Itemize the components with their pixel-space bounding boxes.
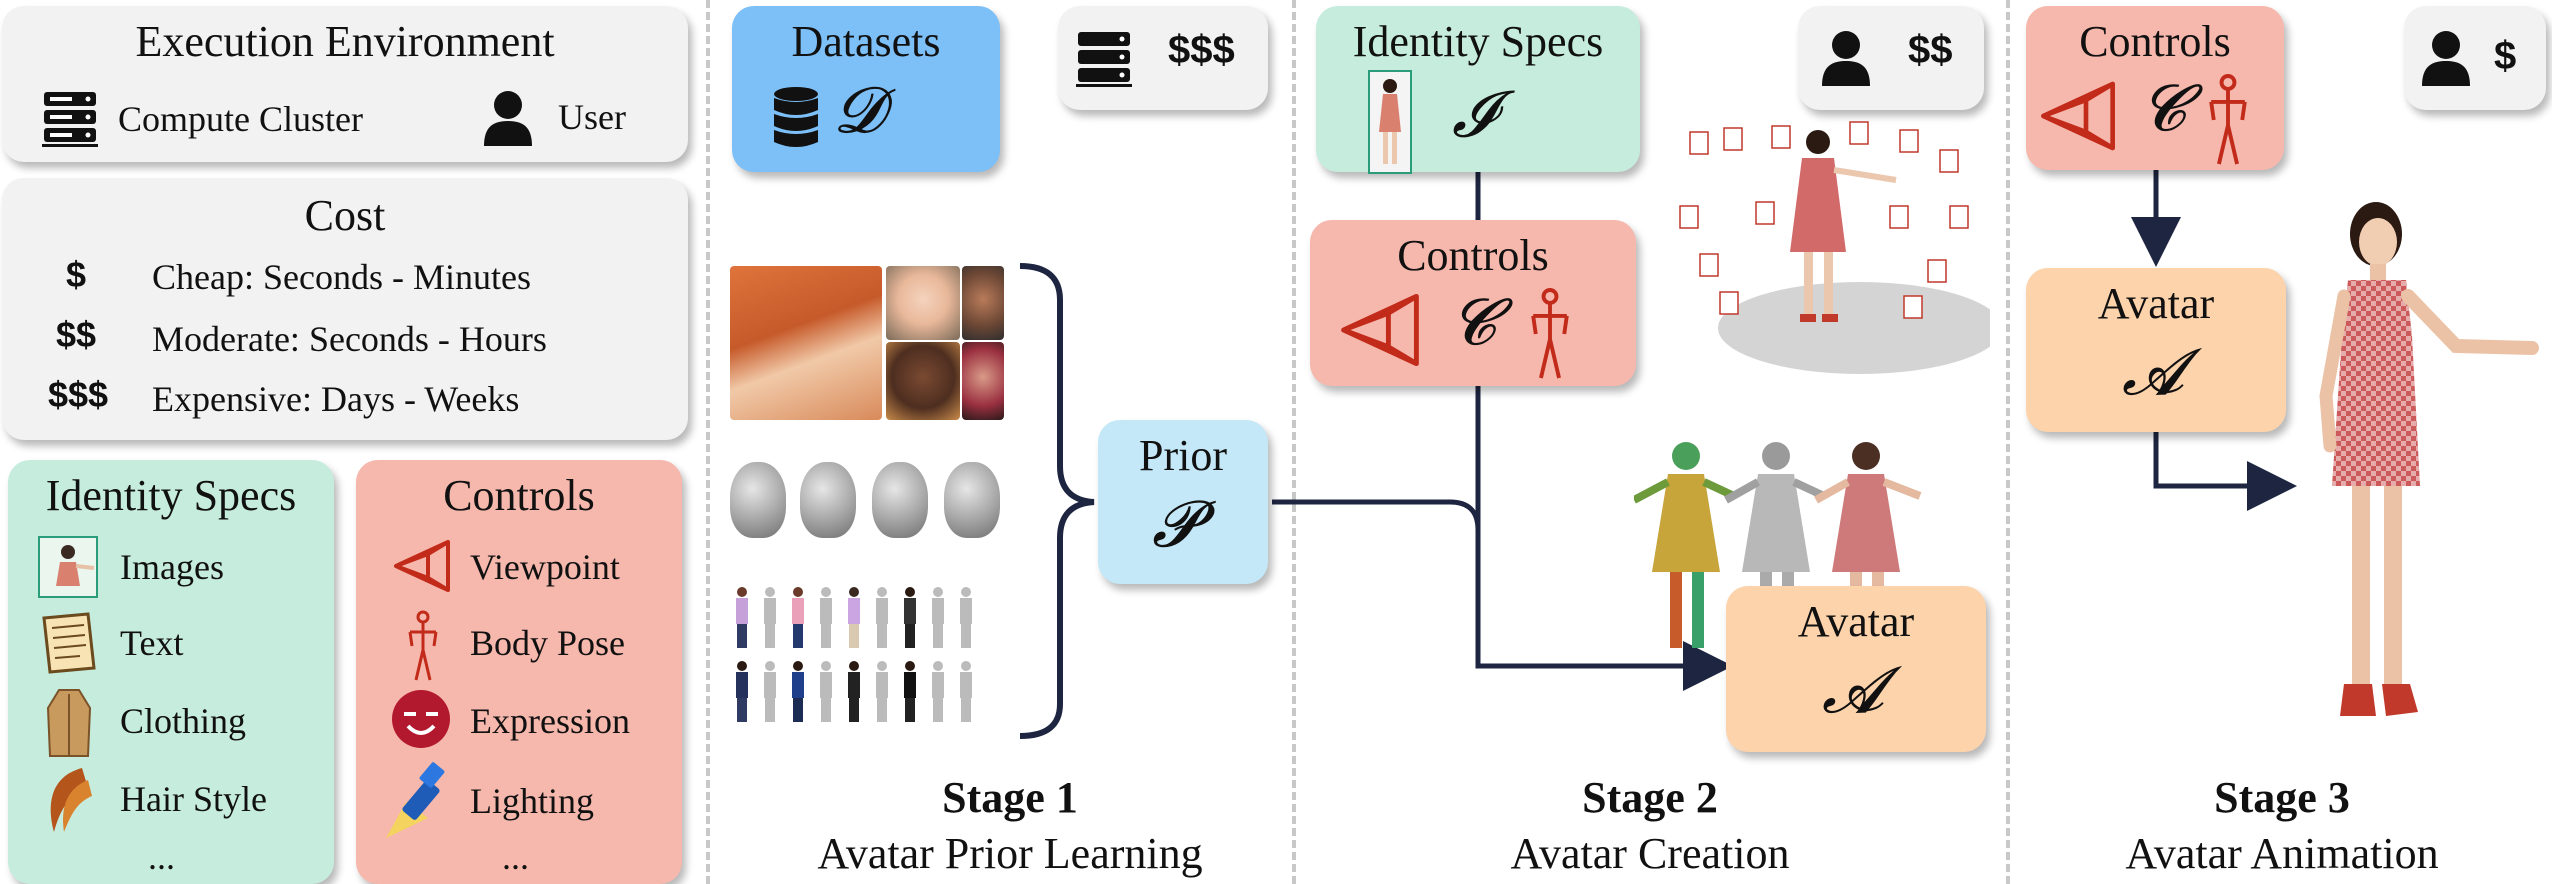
stage2-avatar-label: Avatar bbox=[1797, 597, 1915, 646]
stage3-avatar-label: Avatar bbox=[2097, 279, 2215, 328]
user-label: User bbox=[558, 97, 626, 137]
dataset-face-image-baby bbox=[886, 266, 960, 340]
identity-item-clothing: Clothing bbox=[120, 701, 247, 741]
datasets-symbol: 𝓓 bbox=[834, 74, 884, 148]
identity-item-text: Text bbox=[120, 623, 184, 663]
camera-frustum-icon bbox=[1341, 293, 1419, 367]
datasets-box: Datasets 𝓓 bbox=[732, 6, 1000, 172]
identity-specs-legend-title: Identity Specs bbox=[45, 471, 297, 520]
identity-specs-legend-panel: Identity Specs Images Text Clothing Hair… bbox=[8, 460, 334, 884]
stage3-controls-label: Controls bbox=[2079, 17, 2231, 66]
compute-cluster-label: Compute Cluster bbox=[118, 99, 363, 139]
controls-legend-title: Controls bbox=[443, 471, 595, 520]
flashlight-icon bbox=[386, 762, 445, 838]
user-icon bbox=[1822, 31, 1870, 86]
divider-2 bbox=[1292, 0, 1296, 884]
stage1-subtitle: Avatar Prior Learning bbox=[817, 829, 1203, 878]
stage2-avatar-box: Avatar 𝓐 bbox=[1726, 586, 1986, 752]
stage2-identity-specs-box: Identity Specs 𝓘 bbox=[1316, 6, 1640, 174]
scroll-icon bbox=[42, 612, 96, 674]
divider-3 bbox=[2006, 0, 2010, 884]
stage3-title: Stage 3 bbox=[2214, 773, 2350, 822]
stage3-avatar-to-animation-arrow bbox=[2153, 432, 2297, 511]
divider-1 bbox=[706, 0, 710, 884]
dataset-face-image-woman bbox=[962, 342, 1004, 420]
control-item-lighting: Lighting bbox=[470, 781, 594, 821]
stage1-title: Stage 1 bbox=[942, 773, 1078, 822]
stage2-subtitle: Avatar Creation bbox=[1510, 829, 1790, 878]
user-icon bbox=[484, 91, 532, 146]
stage2-identity-specs-label: Identity Specs bbox=[1352, 17, 1604, 66]
dataset-face-image-man bbox=[962, 266, 1004, 340]
dataset-3d-head-2 bbox=[800, 462, 856, 538]
stage2-title: Stage 2 bbox=[1582, 773, 1718, 822]
stage3-cost-symbol: $ bbox=[2494, 34, 2517, 78]
prior-box: Prior 𝓟 bbox=[1098, 420, 1268, 584]
control-item-expression: Expression bbox=[470, 701, 630, 741]
dataset-3d-head-4 bbox=[944, 462, 1000, 538]
server-icon bbox=[42, 92, 98, 147]
dataset-face-image-large bbox=[730, 266, 882, 420]
server-icon bbox=[1076, 32, 1132, 87]
cost-symbol-expensive: $$$ bbox=[48, 374, 109, 415]
control-item-more: ... bbox=[502, 837, 529, 877]
stage1-cost-badge: $$$ bbox=[1058, 6, 1268, 110]
hair-icon bbox=[50, 768, 92, 832]
database-icon bbox=[774, 87, 818, 147]
identity-item-hair-style: Hair Style bbox=[120, 779, 267, 819]
datasets-label: Datasets bbox=[791, 17, 941, 66]
coat-icon bbox=[46, 689, 92, 757]
cost-symbol-cheap: $ bbox=[66, 254, 87, 295]
camera-frustum-icon bbox=[394, 540, 450, 592]
dataset-3d-head-1 bbox=[730, 462, 786, 538]
stage2-controls-box: Controls 𝓒 bbox=[1310, 220, 1636, 386]
execution-environment-panel: Execution Environment Compute Cluster Us… bbox=[2, 6, 688, 162]
stage2-cost-symbol: $$ bbox=[1908, 28, 1953, 72]
face-icon bbox=[392, 690, 450, 748]
stage2-cost-badge: $$ bbox=[1798, 6, 1984, 110]
image-thumbnail-icon bbox=[38, 536, 98, 598]
camera-frustum-icon bbox=[2041, 81, 2115, 151]
dataset-body-figures bbox=[736, 587, 972, 722]
cost-label-cheap: Cheap: Seconds - Minutes bbox=[152, 257, 531, 297]
cost-label-expensive: Expensive: Days - Weeks bbox=[152, 379, 520, 419]
stage1-cost-symbol: $$$ bbox=[1168, 28, 1235, 72]
cost-panel: Cost $ Cheap: Seconds - Minutes $$ Moder… bbox=[2, 178, 688, 440]
identity-item-more: ... bbox=[148, 837, 175, 877]
prior-label: Prior bbox=[1139, 431, 1227, 480]
skeleton-icon bbox=[2209, 74, 2247, 165]
dataset-face-image-child bbox=[886, 342, 960, 420]
control-item-viewpoint: Viewpoint bbox=[470, 547, 620, 587]
stage3-controls-symbol: 𝓒 bbox=[2140, 72, 2186, 146]
stage2-controls-symbol: 𝓒 bbox=[1450, 286, 1496, 360]
stage3-avatar-box: Avatar 𝓐 bbox=[2026, 268, 2286, 432]
stage2-avatar-symbol: 𝓐 bbox=[1822, 654, 1884, 728]
controls-legend-panel: Controls Viewpoint Body Pose Expression … bbox=[356, 460, 682, 884]
multiview-capture-visual bbox=[1679, 121, 1990, 374]
stage3-cost-badge: $ bbox=[2404, 6, 2546, 110]
identity-image-thumbnail bbox=[1368, 70, 1412, 174]
cost-symbol-moderate: $$ bbox=[56, 314, 97, 355]
control-item-body-pose: Body Pose bbox=[470, 623, 626, 663]
execution-environment-title: Execution Environment bbox=[135, 17, 555, 66]
stage3-avatar-symbol: 𝓐 bbox=[2122, 336, 2184, 410]
skeleton-icon bbox=[408, 610, 438, 681]
animated-avatar-figure bbox=[2319, 202, 2539, 716]
skeleton-icon bbox=[1531, 288, 1569, 379]
stage2-identity-symbol: 𝓘 bbox=[1452, 78, 1496, 152]
identity-item-images: Images bbox=[120, 547, 224, 587]
cost-label-moderate: Moderate: Seconds - Hours bbox=[152, 319, 547, 359]
stage3-subtitle: Avatar Animation bbox=[2125, 829, 2439, 878]
prior-symbol: 𝓟 bbox=[1152, 488, 1199, 562]
cost-title: Cost bbox=[304, 191, 386, 240]
stage3-controls-box: Controls 𝓒 bbox=[2026, 6, 2284, 170]
dataset-brace bbox=[1019, 263, 1095, 739]
user-icon bbox=[2422, 31, 2470, 86]
stage2-controls-label: Controls bbox=[1397, 231, 1549, 280]
dataset-3d-head-3 bbox=[872, 462, 928, 538]
